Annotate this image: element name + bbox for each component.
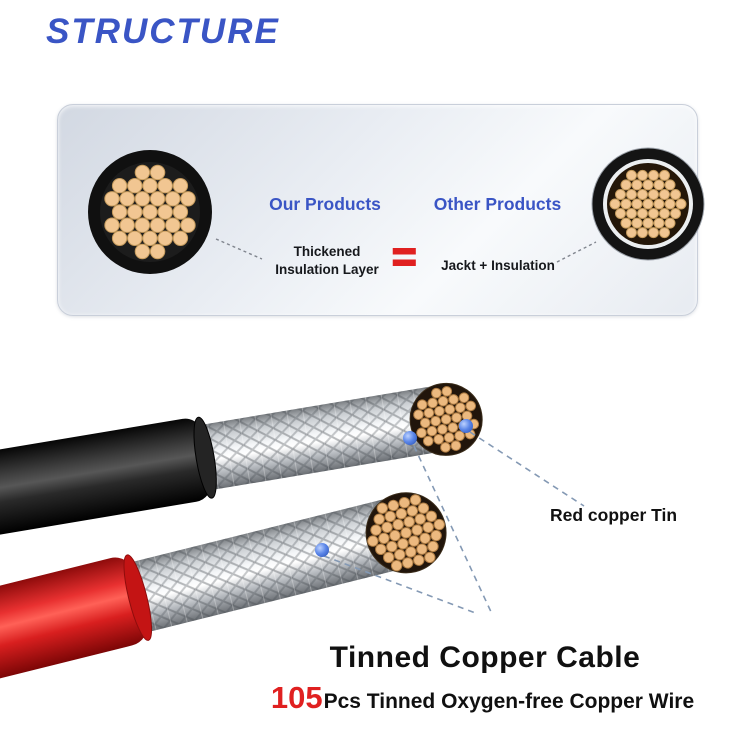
copper-strands (104, 164, 196, 260)
copper-strands (413, 386, 480, 453)
black-jacket (0, 418, 212, 538)
callout-line-braid-red (323, 555, 479, 615)
red-copper-tin-label: Red copper Tin (550, 505, 678, 525)
callout-line-braid-black (413, 445, 493, 615)
our-product-cross-section (88, 150, 212, 274)
copper-strands (367, 494, 445, 572)
wire-count-line: 105 Pcs Tinned Oxygen-free Copper Wire (210, 680, 750, 716)
copper-face (365, 492, 447, 574)
copper-face (409, 382, 483, 456)
indicator-dot-icon (459, 419, 473, 433)
wire-count: 105 (270, 680, 323, 715)
black-cable (0, 382, 483, 538)
page-title: STRUCTURE (46, 12, 280, 51)
callout-line-copper-tin (469, 431, 585, 507)
equals-icon: = (391, 233, 417, 280)
our-products-label: Our Products (269, 194, 381, 214)
indicator-dot-icon (403, 431, 417, 445)
red-jacket (0, 557, 148, 682)
indicator-dot-icon (315, 543, 329, 557)
copper-strands (609, 169, 687, 239)
wire-count-suffix: Pcs Tinned Oxygen-free Copper Wire (323, 690, 695, 713)
thickened-insulation-label: Thickened Insulation Layer (275, 244, 379, 277)
jacket-cut-edge (123, 554, 153, 641)
jacket-cut-edge (193, 416, 217, 499)
other-products-label: Other Products (433, 194, 562, 214)
jacket-insulation-label: Jackt + Insulation (441, 258, 555, 273)
tinned-braid (127, 497, 409, 634)
cable-title: Tinned Copper Cable (329, 641, 641, 674)
other-product-cross-section (591, 147, 705, 261)
tinned-braid (197, 385, 446, 491)
